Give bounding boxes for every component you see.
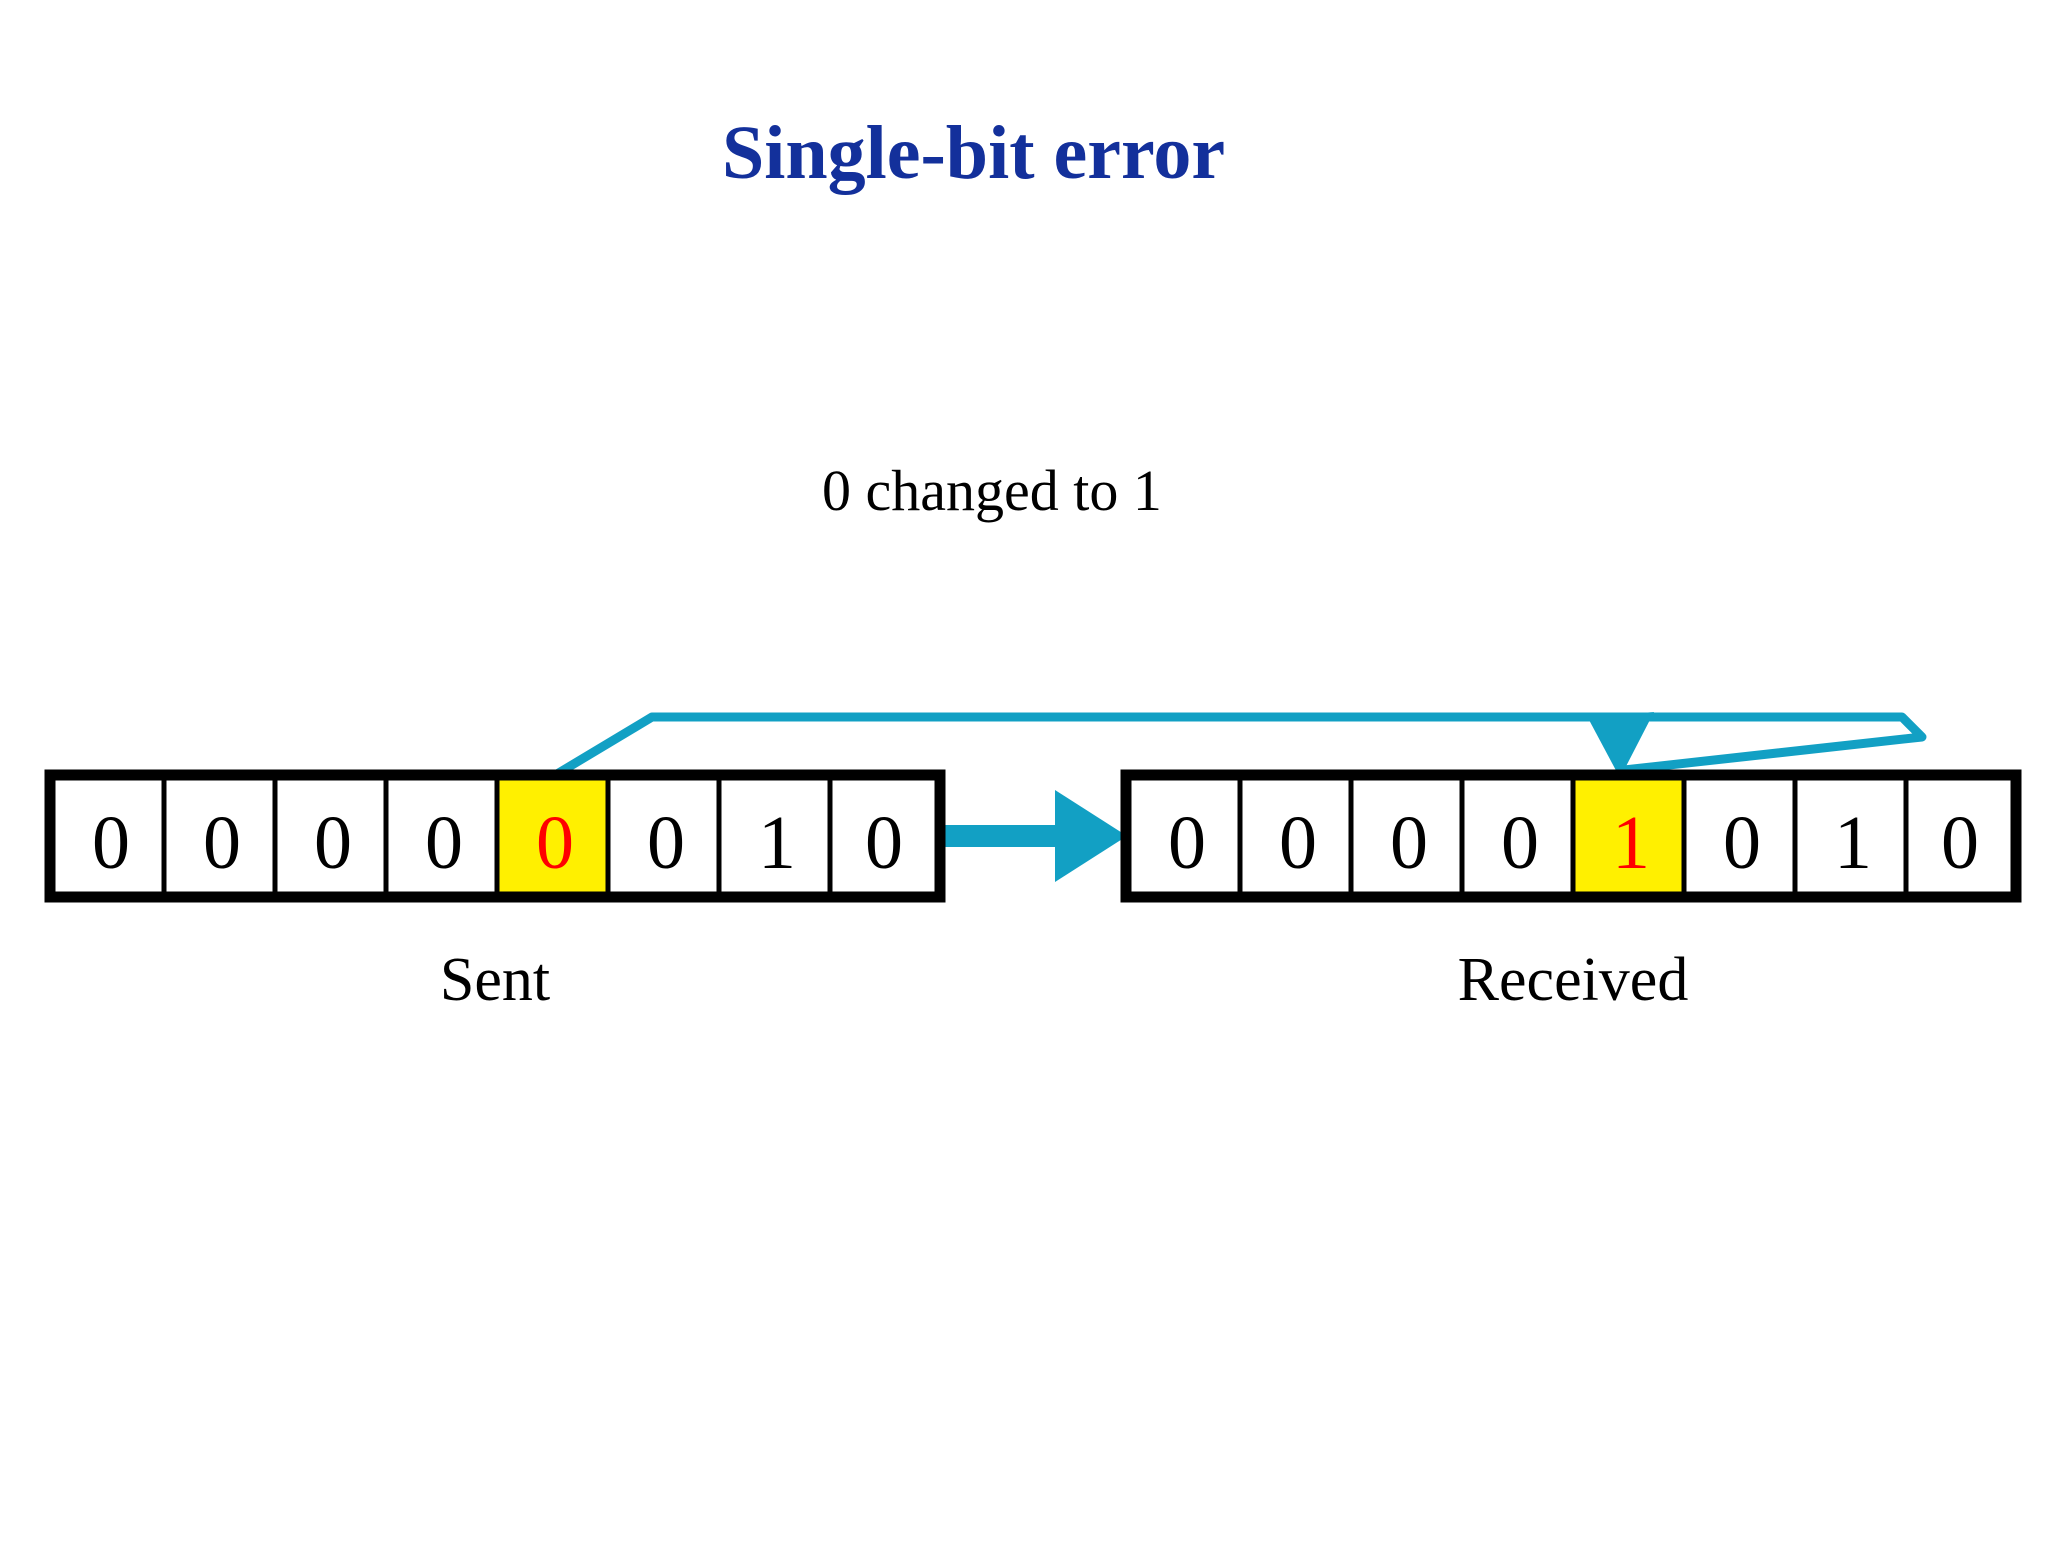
received-bit-cell-2: 0 — [1242, 780, 1354, 892]
transmission-arrow-shaft — [933, 825, 1081, 847]
received-bit-cell-3: 0 — [1353, 780, 1465, 892]
received-bit-cell-1: 0 — [1131, 780, 1243, 892]
bit-flip-arrowhead — [1588, 712, 1654, 778]
received-bit-cell-2-bg — [1242, 780, 1354, 892]
sent-bit-cell-3-bg — [277, 780, 389, 892]
received-bit-cell-5-highlight — [1575, 780, 1687, 892]
sent-bit-cell-2: 0 — [166, 780, 278, 892]
sent-bit-cell-1-value: 0 — [92, 801, 130, 885]
received-bit-cell-8: 0 — [1908, 780, 2011, 892]
received-bit-cell-8-bg — [1908, 780, 2011, 892]
received-bit-cell-6-bg — [1686, 780, 1798, 892]
sent-bit-cell-5-value: 0 — [536, 801, 574, 885]
received-bit-cell-8-value: 0 — [1941, 801, 1979, 885]
received-bit-cell-7-bg — [1797, 780, 1909, 892]
sent-bit-cell-8-bg — [832, 780, 935, 892]
sent-bit-cell-6-value: 0 — [647, 801, 685, 885]
received-bit-cell-3-bg — [1353, 780, 1465, 892]
sent-bit-cell-1-bg — [55, 780, 167, 892]
sent-bit-cell-7: 1 — [721, 780, 833, 892]
sent-bit-cell-2-bg — [166, 780, 278, 892]
received-bit-cell-4: 0 — [1464, 780, 1576, 892]
sent-bit-cell-8: 0 — [832, 780, 935, 892]
sent-bit-cell-1: 0 — [55, 780, 167, 892]
sent-bit-cell-5-highlight — [499, 780, 611, 892]
received-bit-cell-6: 0 — [1686, 780, 1798, 892]
sent-bit-cell-2-value: 0 — [203, 801, 241, 885]
received-bit-cell-6-value: 0 — [1723, 801, 1761, 885]
sent-frame-label: Sent — [440, 946, 550, 1014]
received-bit-cell-4-bg — [1464, 780, 1576, 892]
received-bit-cell-5-value: 1 — [1612, 801, 1650, 885]
sent-bit-cell-4-bg — [388, 780, 500, 892]
page-title: Single-bit error — [722, 111, 1225, 195]
received-bit-cell-3-value: 0 — [1390, 801, 1428, 885]
sent-bit-cell-6-bg — [610, 780, 722, 892]
sent-bit-cell-4-value: 0 — [425, 801, 463, 885]
sent-bit-cell-3-value: 0 — [314, 801, 352, 885]
sent-bit-cell-7-value: 1 — [758, 801, 796, 885]
sent-bit-cell-6: 0 — [610, 780, 722, 892]
transmission-arrowhead — [1055, 790, 1127, 882]
sent-bit-cell-4: 0 — [388, 780, 500, 892]
sent-bit-cell-8-value: 0 — [865, 801, 903, 885]
bit-flip-caption: 0 changed to 1 — [822, 458, 1162, 523]
transmission-arrow — [933, 790, 1127, 882]
received-bit-cell-1-value: 0 — [1168, 801, 1206, 885]
received-frame: 0 0 0 0 1 — [1120, 769, 2022, 1014]
sent-frame: 0 0 0 0 0 — [44, 769, 946, 1014]
received-frame-label: Received — [1458, 946, 1689, 1014]
received-bit-cell-7-value: 1 — [1834, 801, 1872, 885]
bit-flip-arrow-path — [549, 712, 1927, 781]
received-bit-cell-1-bg — [1131, 780, 1243, 892]
bit-flip-arrow — [549, 712, 1927, 781]
sent-bit-cell-7-bg — [721, 780, 833, 892]
received-bit-cell-7: 1 — [1797, 780, 1909, 892]
received-bit-cell-4-value: 0 — [1501, 801, 1539, 885]
received-bit-cell-5-highlighted: 1 — [1575, 780, 1687, 892]
received-bit-cell-2-value: 0 — [1279, 801, 1317, 885]
sent-bit-cell-3: 0 — [277, 780, 389, 892]
sent-bit-cell-5-highlighted: 0 — [499, 780, 611, 892]
